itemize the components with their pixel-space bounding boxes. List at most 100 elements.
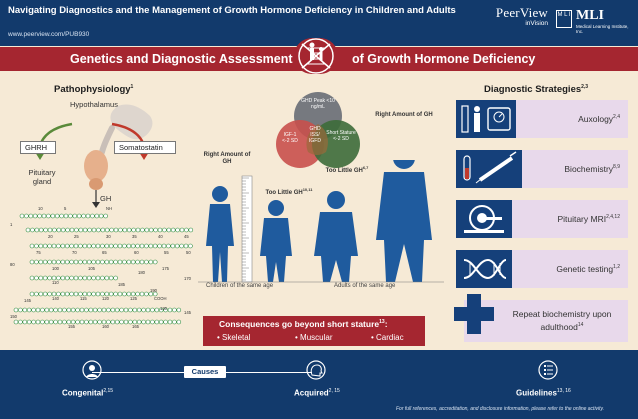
consequence-muscular: • Muscular [295, 333, 333, 342]
amino-acid-bead [34, 275, 39, 281]
chain-label-1: 1 [10, 222, 13, 227]
amino-acid-bead [95, 259, 101, 265]
amino-acid-bead [86, 259, 92, 265]
activity-url[interactable]: www.peerview.com/PUB930 [8, 31, 90, 38]
guidelines-icon [538, 360, 558, 380]
acquired-label: Acquired2, 15 [294, 388, 340, 398]
amino-acid-bead [28, 213, 34, 219]
ghrh-label: GHRH [20, 141, 56, 154]
chain-label-185: 185 [118, 282, 126, 287]
amino-acid-bead [56, 275, 61, 281]
amino-acid-bead [132, 307, 138, 313]
amino-acid-bead [85, 213, 91, 219]
amino-acid-bead [139, 259, 145, 265]
amino-acid-bead [60, 291, 66, 297]
amino-acid-bead [47, 275, 52, 281]
amino-acid-bead [26, 319, 32, 325]
amino-acid-bead [62, 307, 67, 313]
strategy-label: Pituitary MRI2,4,12 [557, 214, 620, 224]
amino-acid-bead [131, 227, 136, 233]
amino-acid-bead [69, 291, 74, 297]
strategy-pituitary-mri[interactable]: Pituitary MRI2,4,12 [456, 200, 628, 238]
chain-label-170: 170 [184, 276, 192, 281]
chain-label-145: 145 [24, 298, 32, 303]
height-comparison-figures [198, 160, 444, 283]
amino-acid-bead [62, 319, 67, 325]
amino-acid-bead [56, 259, 61, 265]
amino-acid-bead [34, 243, 39, 249]
amino-acid-bead [126, 259, 132, 265]
amino-acid-bead [163, 307, 168, 313]
amino-acid-bead [114, 307, 120, 313]
amino-acid-bead [188, 227, 194, 233]
venn-diagram [276, 92, 360, 168]
strategy-auxology[interactable]: Auxology2,4 [456, 100, 628, 138]
amino-acid-bead [95, 275, 101, 281]
amino-acid-bead [174, 243, 180, 249]
amino-acid-bead [122, 243, 127, 249]
amino-acid-bead [63, 213, 69, 219]
amino-acid-bead [113, 275, 118, 281]
amino-acid-bead [128, 307, 133, 313]
chain-label-105: 105 [88, 266, 96, 271]
strategy-biochemistry[interactable]: Biochemistry8,9 [456, 150, 628, 188]
amino-acid-bead [84, 319, 89, 325]
venn-igf1: IGF-1 <-2 SD [282, 132, 298, 144]
amino-acid-bead [30, 227, 35, 233]
somatostatin-label: Somatostatin [114, 141, 176, 154]
amino-acid-bead [78, 275, 83, 281]
amino-acid-bead [38, 275, 44, 281]
amino-acid-bead [135, 243, 140, 249]
chain-label-55: 55 [164, 250, 169, 255]
amino-acid-bead [113, 291, 118, 297]
chain-label-60: 60 [134, 250, 139, 255]
amino-acid-bead [56, 243, 61, 249]
amino-acid-bead [166, 243, 171, 249]
chain-label-110: 110 [52, 280, 59, 285]
amino-acid-bead [51, 243, 57, 249]
chain-label-cooh: COOH [154, 296, 167, 301]
venn-ghd-peak: GHD Peak <10 ng/mL [301, 98, 335, 110]
amino-acid-bead [48, 307, 54, 313]
amino-acid-bead [110, 319, 116, 325]
chain-label-165: 165 [132, 324, 140, 329]
brand-name: PeerView [495, 5, 548, 20]
amino-acid-bead [82, 259, 88, 265]
chain-label-45: 45 [184, 234, 189, 239]
amino-acid-bead [113, 227, 119, 233]
chain-label-135: 115 [80, 296, 87, 301]
amino-acid-bead [51, 259, 57, 265]
amino-acid-bead [73, 275, 79, 281]
amino-acid-bead [166, 227, 172, 233]
amino-acid-bead [135, 259, 140, 265]
strategy-genetic-testing[interactable]: Genetic testing1,2 [456, 250, 628, 288]
amino-acid-bead [135, 291, 140, 297]
amino-acid-bead [91, 243, 96, 249]
children-same-age-label: Children of the same age [206, 283, 274, 289]
chain-label-35: 35 [132, 234, 137, 239]
amino-acid-bead [183, 243, 189, 249]
amino-acid-bead [158, 319, 164, 325]
amino-acid-bead [175, 227, 180, 233]
amino-acid-bead [145, 307, 151, 313]
amino-acid-bead [38, 243, 44, 249]
amino-acid-bead [29, 243, 35, 249]
amino-acid-bead [56, 227, 62, 233]
amino-acid-bead [113, 243, 118, 249]
chain-label-155: 155 [68, 324, 76, 329]
amino-acid-bead [130, 291, 136, 297]
chain-label-190: 190 [150, 288, 158, 293]
chain-label-175: 175 [162, 266, 170, 271]
amino-acid-bead [104, 275, 110, 281]
amino-acid-bead [130, 243, 136, 249]
amino-acid-bead [18, 319, 23, 325]
amino-acid-bead [162, 227, 167, 233]
amino-acid-bead [148, 259, 154, 265]
amino-acid-bead [82, 243, 88, 249]
amino-acid-bead [141, 307, 146, 313]
amino-acid-bead [95, 243, 101, 249]
amino-acid-bead [132, 319, 138, 325]
amino-acid-bead [40, 319, 45, 325]
amino-acid-bead [75, 307, 80, 313]
too-little-child-figure [260, 200, 292, 282]
